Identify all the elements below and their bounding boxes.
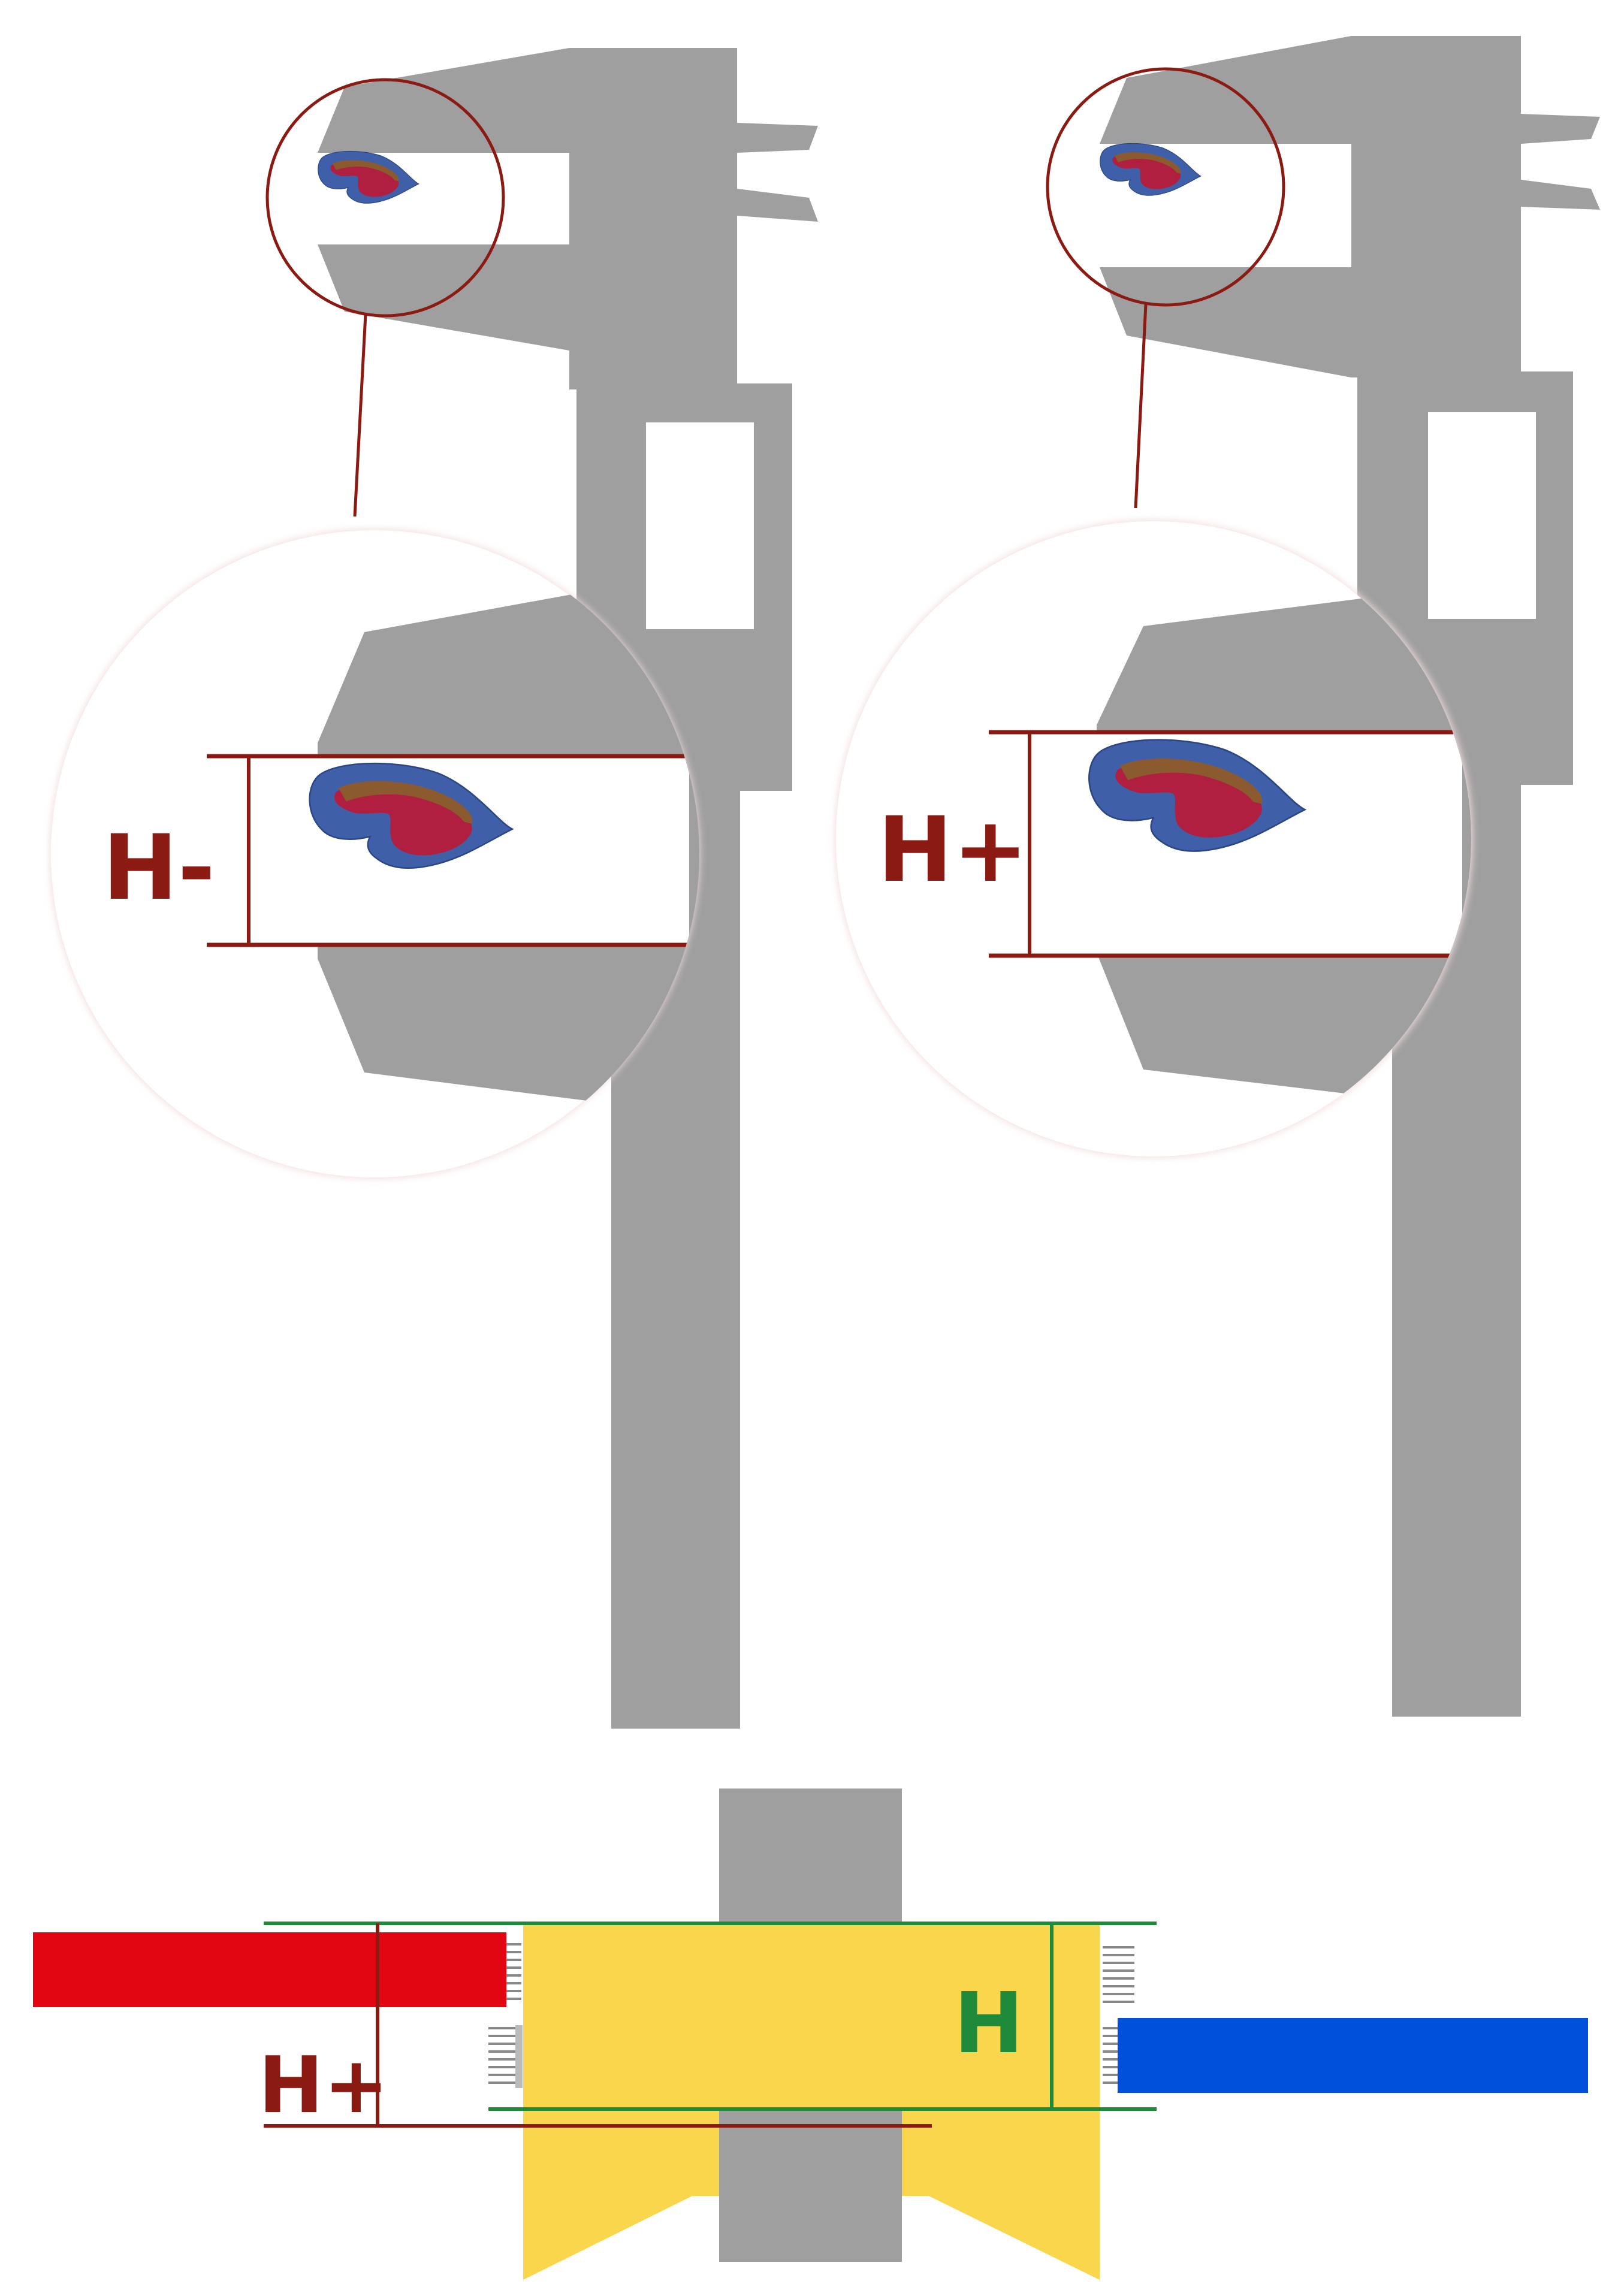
right-magnifier-ring [1046,67,1285,307]
right-caliper-lower-jaw [1100,267,1351,377]
right-leader-line [1134,304,1148,509]
right-caliper-upper-jaw [1100,36,1351,144]
blue-bar [1118,2018,1588,2093]
right-zoom-label: H+ [877,798,1028,902]
spring-comb-right-bottom [1103,2027,1118,2084]
left-magnifier-ring [265,78,505,318]
left-caliper-lower-jaw [318,244,569,351]
left-slider-window [646,422,754,629]
bottom-schematic: H H+ [33,1789,1588,2280]
left-zoom-label: H- [102,816,215,920]
left-leader-line [353,314,367,517]
spring-comb-right-top [1103,1946,1134,2003]
right-small-specimen [1100,143,1202,196]
left-small-specimen [318,150,419,204]
bottom-h-plus-label: H+ [258,2040,389,2131]
left-caliper-upper-jaw [318,48,569,153]
red-bar [33,1932,506,2007]
bottom-h-label: H [953,1975,1024,2073]
right-caliper-jaw-block [1351,36,1521,377]
right-zoom-circle: H+ [835,520,1472,1158]
left-zoom-circle: H- [50,529,699,1179]
spring-comb-left-top [506,1943,521,2000]
right-slider-window [1428,412,1536,619]
left-caliper-jaw-block [569,48,737,389]
